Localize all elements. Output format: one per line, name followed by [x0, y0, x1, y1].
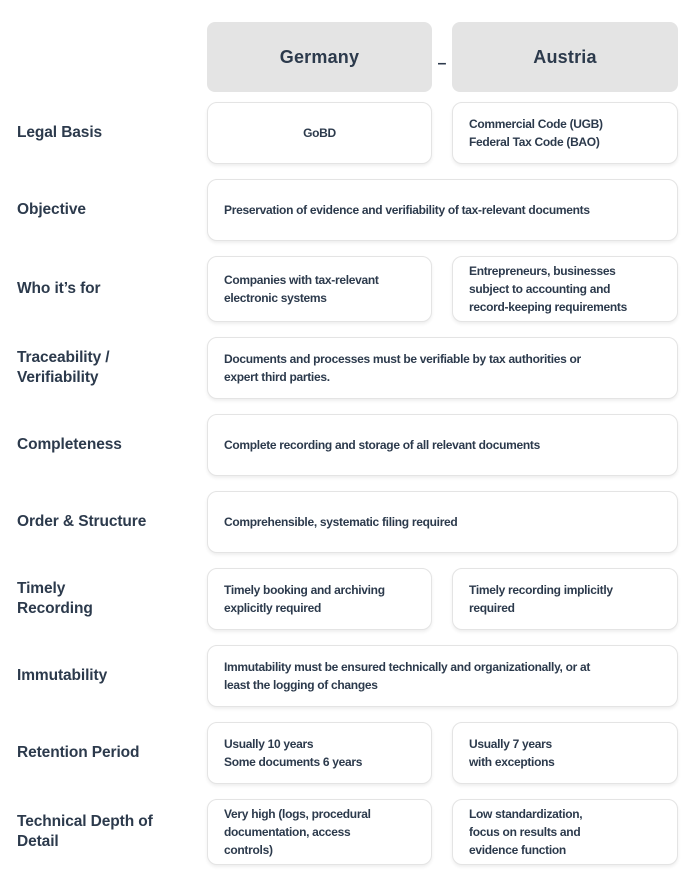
header-boxes: Germany – Austria — [207, 22, 678, 92]
full-cell: Preservation of evidence and verifiabili… — [207, 179, 678, 241]
row-immutability: Immutability Immutability must be ensure… — [17, 645, 700, 707]
row-label: Immutability — [17, 667, 108, 684]
austria-header-label: Austria — [533, 46, 597, 67]
country-header-austria: Austria — [452, 22, 678, 92]
austria-cell: Timely recording implicitly required — [452, 568, 678, 630]
row-retention-period: Retention Period Usually 10 years Some d… — [17, 722, 700, 784]
germany-cell: Usually 10 years Some documents 6 years — [207, 722, 432, 784]
germany-cell: Companies with tax-relevant electronic s… — [207, 256, 432, 322]
row-traceability-verifiability: Traceability / Verifiability Documents a… — [17, 337, 700, 399]
row-label: Retention Period — [17, 744, 140, 761]
row-label: Order & Structure — [17, 513, 147, 530]
austria-cell: Low standardization, focus on results an… — [452, 799, 678, 865]
row-label: Completeness — [17, 436, 122, 453]
germany-cell: Very high (logs, procedural documentatio… — [207, 799, 432, 865]
country-header-germany: Germany — [207, 22, 432, 92]
table-header: Germany – Austria — [17, 22, 700, 92]
header-separator-dash: – — [437, 55, 447, 72]
germany-cell: GoBD — [207, 102, 432, 164]
row-label: Legal Basis — [17, 124, 103, 141]
row-who-its-for: Who it’s for Companies with tax-relevant… — [17, 256, 700, 322]
full-cell: Comprehensible, systematic filing requir… — [207, 491, 678, 553]
austria-cell: Entrepreneurs, businesses subject to acc… — [452, 256, 678, 322]
row-order-structure: Order & Structure Comprehensible, system… — [17, 491, 700, 553]
row-technical-depth: Technical Depth of Detail Very high (log… — [17, 799, 700, 865]
austria-cell: Commercial Code (UGB) Federal Tax Code (… — [452, 102, 678, 164]
row-timely-recording: Timely Recording Timely booking and arch… — [17, 568, 700, 630]
row-label: Objective — [17, 201, 86, 218]
row-label: Traceability / Verifiability — [17, 349, 110, 386]
row-legal-basis: Legal Basis GoBD Commercial Code (UGB) F… — [17, 102, 700, 164]
germany-cell: Timely booking and archiving explicitly … — [207, 568, 432, 630]
germany-header-label: Germany — [279, 46, 360, 67]
row-label: Timely Recording — [17, 580, 93, 617]
full-cell: Immutability must be ensured technically… — [207, 645, 678, 707]
row-label: Technical Depth of Detail — [17, 813, 153, 850]
full-cell: Complete recording and storage of all re… — [207, 414, 678, 476]
comparison-table: Germany – Austria Legal Basis GoBD Comme… — [17, 22, 700, 865]
row-completeness: Completeness Complete recording and stor… — [17, 414, 700, 476]
row-objective: Objective Preservation of evidence and v… — [17, 179, 700, 241]
row-label: Who it’s for — [17, 280, 101, 297]
austria-cell: Usually 7 years with exceptions — [452, 722, 678, 784]
full-cell: Documents and processes must be verifiab… — [207, 337, 678, 399]
